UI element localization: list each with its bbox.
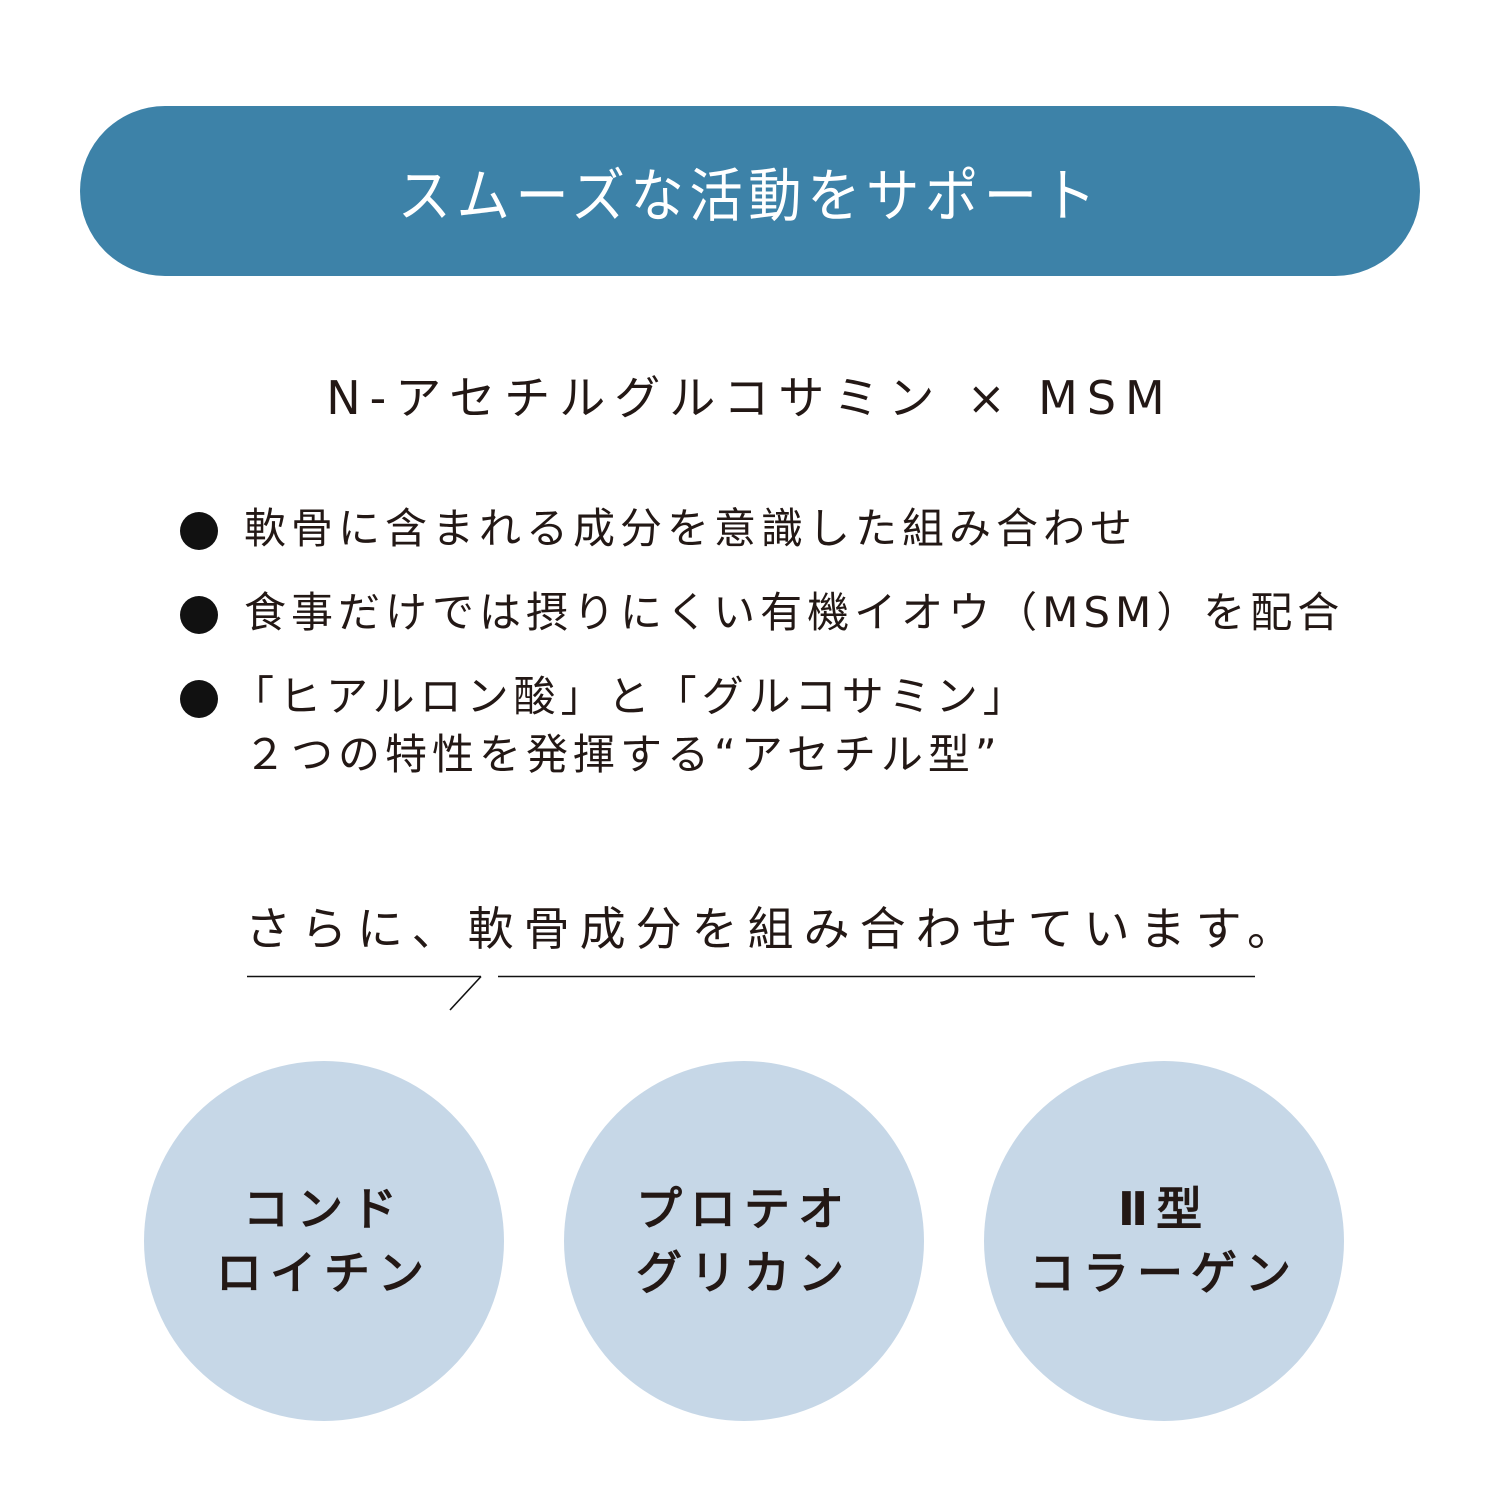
feature-item: 食事だけでは摂りにくい有機イオウ（MSM）を配合	[180, 584, 1344, 642]
component-circle-proteoglycan: プロテオ グリカン	[564, 1061, 924, 1421]
component-label: Ⅱ型	[1117, 1182, 1211, 1236]
section-heading: さらに、軟骨成分を組み合わせています。	[245, 902, 1304, 956]
component-label: コンド	[243, 1182, 405, 1236]
feature-list: 軟骨に含まれる成分を意識した組み合わせ 食事だけでは摂りにくい有機イオウ（MSM…	[180, 500, 1344, 784]
feature-text: 食事だけでは摂りにくい有機イオウ（MSM）を配合	[244, 588, 1345, 637]
banner-title: スムーズな活動をサポート	[398, 162, 1102, 230]
component-label: プロテオ	[636, 1182, 852, 1236]
component-label: ロイチン	[216, 1246, 432, 1300]
bullet-dot-icon	[180, 680, 218, 718]
feature-text: 軟骨に含まれる成分を意識した組み合わせ	[244, 504, 1138, 553]
feature-item: 「ヒアルロン酸」と「グルコサミン」 ２つの特性を発揮する“アセチル型”	[180, 668, 1344, 784]
title-banner: スムーズな活動をサポート	[80, 106, 1420, 276]
component-circle-chondroitin: コンド ロイチン	[144, 1061, 504, 1421]
component-label: グリカン	[636, 1246, 852, 1300]
component-label: コラーゲン	[1029, 1246, 1299, 1300]
feature-item: 軟骨に含まれる成分を意識した組み合わせ	[180, 500, 1344, 558]
feature-text-continued: ２つの特性を発揮する“アセチル型”	[244, 730, 1002, 779]
bullet-dot-icon	[180, 512, 218, 550]
component-circle-type2-collagen: Ⅱ型 コラーゲン	[984, 1061, 1344, 1421]
ingredient-subtitle: N-アセチルグルコサミン × MSM	[326, 371, 1174, 425]
feature-text: 「ヒアルロン酸」と「グルコサミン」	[232, 672, 1030, 721]
bullet-dot-icon	[180, 596, 218, 634]
